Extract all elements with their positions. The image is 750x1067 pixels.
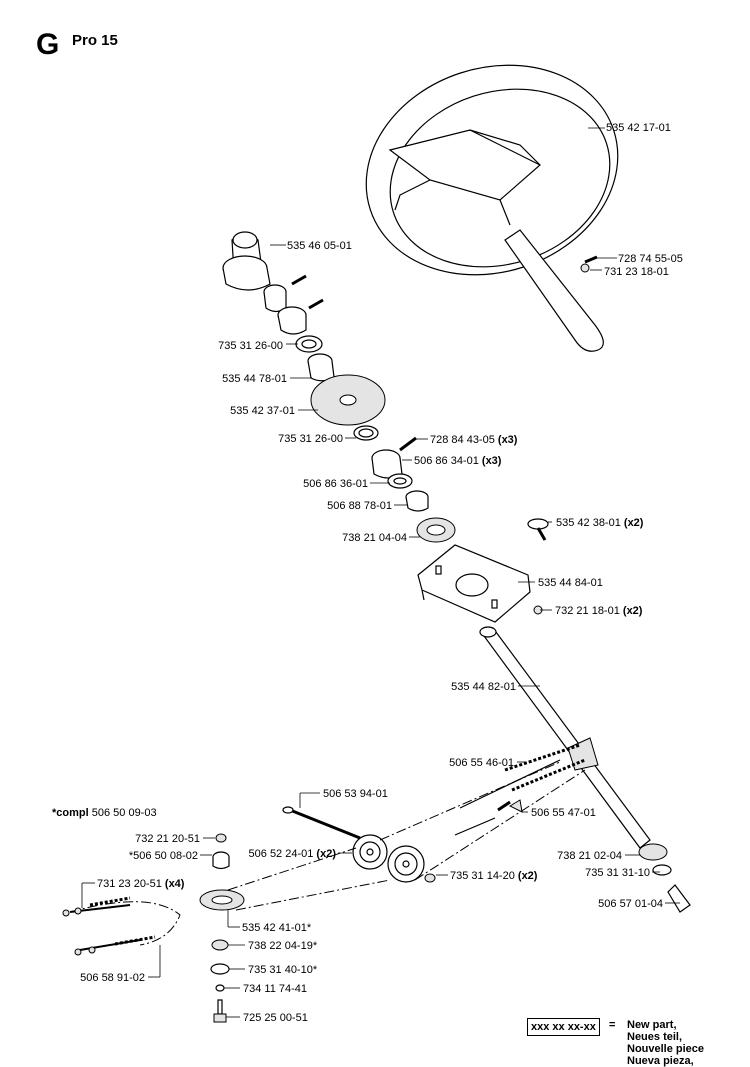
part-label-bolt-wheel: 728 74 55-05 [618,253,683,265]
legend-line: Nueva pieza, [627,1055,694,1067]
part-number: 506 53 94-01 [323,788,388,800]
part-label-washer-compl: 734 11 74-41 [243,983,307,995]
wheel-bolt-drawing [580,255,598,273]
legend-line: New part, [627,1019,677,1031]
compl-number: 506 50 09-03 [91,807,157,819]
part-number: 506 52 24-01 [249,848,314,860]
part-label-carriage-bolt: 535 42 38-01 (x2) [556,517,644,529]
part-label-pin-rod: 506 53 94-01 [323,788,388,800]
part-label-bearing-lower: 738 21 02-04 [557,850,622,862]
part-number: 506 55 47-01 [531,807,596,819]
part-number: 735 31 40-10* [248,964,318,976]
part-number: 735 31 26-00 [278,433,343,445]
part-number: 735 31 26-00 [218,340,283,352]
part-number: 728 84 43-05 [430,434,495,446]
part-number: 732 21 18-01 [555,605,620,617]
part-label-cone-washer: 535 42 37-01 [230,405,295,417]
part-number: 535 42 41-01* [242,922,312,934]
part-number: 506 86 36-01 [303,478,368,490]
part-number: 506 55 46-01 [449,757,514,769]
part-label-shaft: 535 44 82-01 [451,681,516,693]
shaft-drawing [479,626,691,913]
part-label-cable-b: 506 55 47-01 [531,807,596,819]
part-label-spacer-mid: 506 86 36-01 [303,478,368,490]
part-number: 506 86 34-01 [414,455,479,467]
part-label-ring-lower: 735 31 26-00 [278,433,343,445]
part-number: 535 42 17-01 [606,122,671,134]
part-number: 535 42 38-01 [556,517,621,529]
part-number: 535 44 82-01 [451,681,516,693]
part-label-ring-shaft: 735 31 31-10 [585,867,650,879]
part-number: 735 31 14-20 [450,870,515,882]
part-label-bolt-compl: 725 25 00-51 [243,1012,308,1024]
compl-label: *compl 506 50 09-03 [52,807,157,819]
part-number: 738 21 04-04 [342,532,407,544]
part-label-bushing-mid: 506 88 78-01 [327,500,392,512]
part-label-bushing-x3: 506 86 34-01 (x3) [414,455,502,467]
column-upper-drawing [222,231,456,543]
part-number: 731 23 20-51 [97,878,162,890]
part-label-ring-upper: 735 31 26-00 [218,340,283,352]
part-quantity: (x3) [479,455,502,467]
part-number: 735 31 31-10 [585,867,650,879]
part-label-bracket: 535 44 84-01 [538,577,603,589]
part-number: 535 42 37-01 [230,405,295,417]
part-quantity: (x2) [313,848,336,860]
belt-drawing [69,761,586,946]
part-number: 734 11 74-41 [243,983,307,995]
part-label-cable-a: 506 55 46-01 [449,757,514,769]
part-label-bolt-shaft: 506 57 01-04 [598,898,663,910]
part-label-cap-nut-top: 535 46 05-01 [287,240,352,252]
part-label-nut-wheel: 731 23 18-01 [604,266,669,278]
part-label-bearing-upper: 738 21 04-04 [342,532,407,544]
part-label-steering-wheel: 535 42 17-01 [606,122,671,134]
part-number: 738 22 04-19* [248,940,318,952]
part-number: 535 44 78-01 [222,373,287,385]
part-number: 535 46 05-01 [287,240,352,252]
part-label-plate-compl: 535 42 41-01* [242,922,312,934]
model-title: Pro 15 [72,32,118,49]
part-number: 506 88 78-01 [327,500,392,512]
part-number: 535 44 84-01 [538,577,603,589]
part-label-spacer-compl: *506 50 08-02 [129,850,198,862]
steering-wheel-drawing [365,64,619,352]
cables-drawing [454,743,586,836]
legend-line: Neues teil, [627,1031,683,1043]
part-number: 731 23 18-01 [604,266,669,278]
part-number: 725 25 00-51 [243,1012,308,1024]
part-number: 728 74 55-05 [618,253,683,265]
section-letter: G [36,28,60,61]
part-quantity: (x3) [495,434,518,446]
part-label-spacer-upper: 535 44 78-01 [222,373,287,385]
compl-drawing [62,833,245,1023]
legend-equals: = [609,1019,616,1031]
compl-prefix: *compl [52,807,89,819]
part-number: *506 50 08-02 [129,850,198,862]
legend-line: Nouvelle piece [627,1043,705,1055]
part-label-bearing-compl: 738 22 04-19* [248,940,318,952]
part-label-screw-x3: 728 84 43-05 (x3) [430,434,518,446]
legend-box: xxx xx xx-xx [527,1018,600,1036]
part-label-nut-compl: 732 21 20-51 [135,833,200,845]
part-label-pulley: 506 52 24-01 (x2) [249,848,337,860]
part-quantity: (x2) [620,605,643,617]
part-label-cable-end: 506 58 91-02 [80,972,145,984]
part-label-ring-compl: 735 31 40-10* [248,964,318,976]
part-quantity: (x2) [515,870,538,882]
part-number: 738 21 02-04 [557,850,622,862]
part-label-cable-nuts: 731 23 20-51 (x4) [97,878,185,890]
part-quantity: (x4) [162,878,185,890]
legend-text: New part, Neues teil, Nouvelle piece Nue… [627,1019,704,1067]
part-label-ring-pulley: 735 31 14-20 (x2) [450,870,538,882]
part-number: 506 58 91-02 [80,972,145,984]
leader-lines [81,127,680,1018]
part-quantity: (x2) [621,517,644,529]
part-number: 506 57 01-04 [598,898,663,910]
part-label-nut-bracket: 732 21 18-01 (x2) [555,605,643,617]
pulleys-drawing [282,806,436,883]
part-number: 732 21 20-51 [135,833,200,845]
bracket-drawing [417,518,549,623]
